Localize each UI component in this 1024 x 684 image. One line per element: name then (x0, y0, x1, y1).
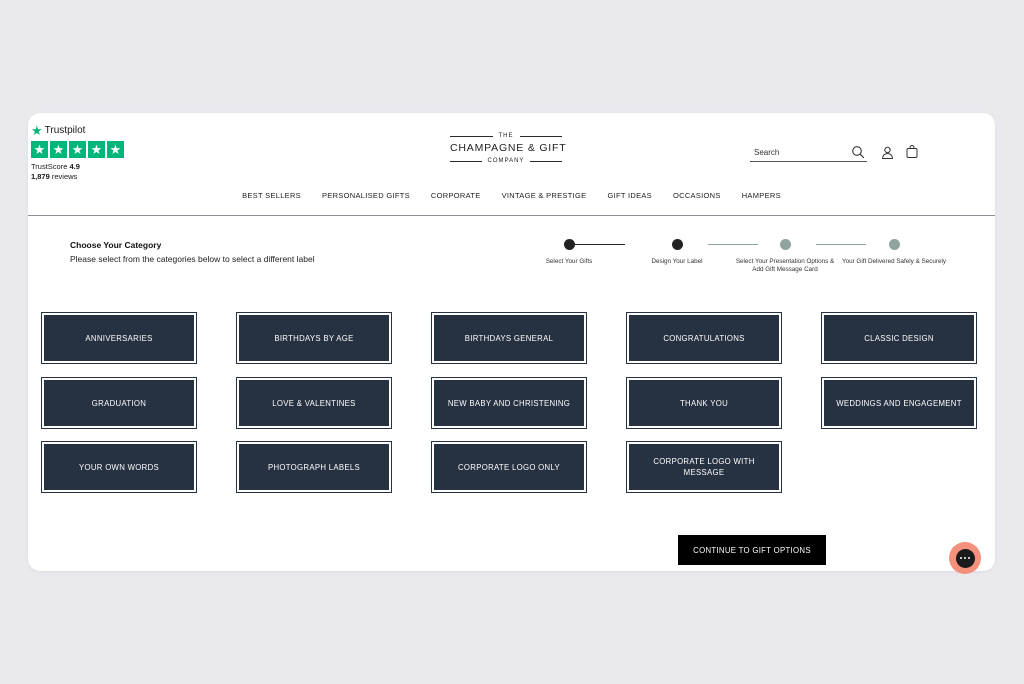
step-connector (575, 244, 625, 245)
search-icon[interactable] (851, 145, 865, 159)
star-icon: ★ (107, 141, 124, 158)
continue-to-gift-options-button[interactable]: CONTINUE TO GIFT OPTIONS (678, 535, 826, 565)
review-count: 1,879 reviews (31, 172, 78, 181)
category-weddings-engagement[interactable]: WEDDINGS AND ENGAGEMENT (821, 377, 977, 429)
chat-widget-button[interactable] (949, 542, 981, 574)
trustpilot-widget[interactable]: ★ Trustpilot ★ ★ ★ ★ ★ TrustScore 4.9 1,… (31, 124, 124, 181)
category-congratulations[interactable]: CONGRATULATIONS (626, 312, 782, 364)
category-anniversaries[interactable]: ANNIVERSARIES (41, 312, 197, 364)
trustpilot-header: ★ Trustpilot (31, 124, 124, 137)
category-birthdays-by-age[interactable]: BIRTHDAYS BY AGE (236, 312, 392, 364)
category-love-valentines[interactable]: LOVE & VALENTINES (236, 377, 392, 429)
step-label-2: Design Your Label (651, 258, 703, 265)
trustpilot-stars: ★ ★ ★ ★ ★ (31, 141, 124, 158)
trustpilot-brand: Trustpilot (44, 125, 86, 136)
progress-stepper: Select Your Gifts Design Your Label Sele… (528, 235, 958, 275)
cart-bag-icon[interactable] (906, 145, 918, 158)
account-icon[interactable] (881, 146, 894, 159)
logo-main-text: CHAMPAGNE & GIFT (450, 142, 567, 154)
chat-icon (955, 548, 975, 568)
step-dot-4 (889, 239, 900, 250)
step-connector (816, 244, 866, 245)
search-placeholder: Search (754, 147, 780, 157)
category-classic-design[interactable]: CLASSIC DESIGN (821, 312, 977, 364)
trustscore-value: 4.9 (69, 162, 80, 171)
category-subtitle: Please select from the categories below … (70, 254, 315, 264)
category-corporate-logo-with-message[interactable]: CORPORATE LOGO WITH MESSAGE (626, 441, 782, 493)
step-dot-1 (564, 239, 575, 250)
logo-top-text: THE (498, 133, 514, 139)
star-icon: ★ (50, 141, 67, 158)
category-thank-you[interactable]: THANK YOU (626, 377, 782, 429)
trustpilot-star-icon: ★ (31, 123, 43, 138)
nav-item-hampers[interactable]: HAMPERS (741, 191, 781, 200)
nav-divider (28, 215, 995, 216)
star-icon: ★ (31, 141, 48, 158)
search-input[interactable]: Search (750, 143, 867, 162)
step-label-4: Your Gift Delivered Safely & Securely (841, 258, 947, 265)
step-connector (708, 244, 758, 245)
nav-item-best-sellers[interactable]: BEST SELLERS (242, 191, 301, 200)
page-card: ★ Trustpilot ★ ★ ★ ★ ★ TrustScore 4.9 1,… (28, 113, 995, 571)
nav-item-vintage-prestige[interactable]: VINTAGE & PRESTIGE (501, 191, 587, 200)
logo-bottom-text: COMPANY (487, 158, 525, 164)
step-dot-3 (780, 239, 791, 250)
site-logo[interactable]: THE CHAMPAGNE & GIFT COMPANY (450, 133, 567, 164)
nav-item-gift-ideas[interactable]: GIFT IDEAS (607, 191, 652, 200)
category-corporate-logo-only[interactable]: CORPORATE LOGO ONLY (431, 441, 587, 493)
main-navigation: BEST SELLERS PERSONALISED GIFTS CORPORAT… (28, 191, 995, 215)
step-label-1: Select Your Gifts (545, 258, 593, 265)
category-photograph-labels[interactable]: PHOTOGRAPH LABELS (236, 441, 392, 493)
nav-item-personalised-gifts[interactable]: PERSONALISED GIFTS (321, 191, 410, 200)
step-label-3: Select Your Presentation Options & Add G… (735, 258, 835, 273)
trustscore: TrustScore 4.9 (31, 162, 80, 171)
nav-item-occasions[interactable]: OCCASIONS (672, 191, 721, 200)
star-icon: ★ (88, 141, 105, 158)
category-graduation[interactable]: GRADUATION (41, 377, 197, 429)
star-icon: ★ (69, 141, 86, 158)
category-title: Choose Your Category (70, 240, 162, 250)
category-birthdays-general[interactable]: BIRTHDAYS GENERAL (431, 312, 587, 364)
category-new-baby-christening[interactable]: NEW BABY AND CHRISTENING (431, 377, 587, 429)
category-your-own-words[interactable]: YOUR OWN WORDS (41, 441, 197, 493)
nav-item-corporate[interactable]: CORPORATE (430, 191, 481, 200)
step-dot-2 (672, 239, 683, 250)
